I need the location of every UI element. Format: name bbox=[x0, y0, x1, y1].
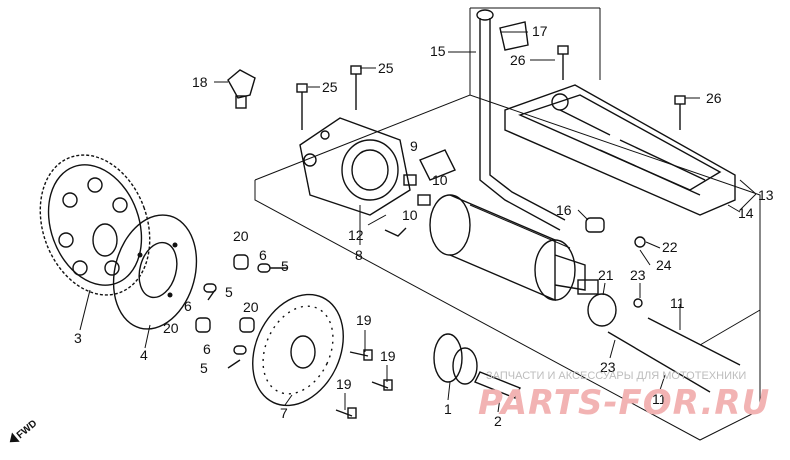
leader-lines bbox=[79, 31, 757, 413]
label-11b: 11 bbox=[652, 391, 667, 407]
label-6a: 6 bbox=[259, 247, 267, 263]
label-18: 18 bbox=[192, 74, 208, 90]
label-2: 2 bbox=[494, 413, 502, 429]
starter-motor bbox=[429, 194, 599, 302]
watermark-brand: PARTS-FOR.RU bbox=[478, 383, 770, 423]
label-15: 15 bbox=[430, 43, 446, 59]
label-1: 1 bbox=[444, 401, 452, 417]
assembly-frame bbox=[254, 7, 761, 441]
label-10a: 10 bbox=[432, 172, 448, 188]
label-11a: 11 bbox=[670, 295, 685, 311]
label-9: 9 bbox=[410, 138, 418, 154]
label-23b: 23 bbox=[600, 359, 616, 375]
o-ring bbox=[587, 293, 617, 327]
starter-housing-cover bbox=[299, 117, 411, 216]
label-26a: 26 bbox=[510, 52, 526, 68]
label-16: 16 bbox=[556, 202, 572, 218]
idle-gear bbox=[433, 333, 478, 385]
label-20a: 20 bbox=[233, 228, 249, 244]
label-21: 21 bbox=[598, 267, 614, 283]
label-6c: 6 bbox=[203, 341, 211, 357]
shaft bbox=[474, 371, 521, 399]
label-19b: 19 bbox=[380, 348, 396, 364]
long-bolts bbox=[607, 317, 741, 393]
label-24: 24 bbox=[656, 257, 672, 273]
bolts bbox=[296, 45, 686, 419]
label-25a: 25 bbox=[378, 60, 394, 76]
label-5a: 5 bbox=[281, 258, 289, 274]
label-12: 12 bbox=[348, 227, 364, 243]
label-20b: 20 bbox=[163, 320, 179, 336]
label-8: 8 bbox=[355, 247, 363, 263]
label-19c: 19 bbox=[336, 376, 352, 392]
label-26b: 26 bbox=[706, 90, 722, 106]
label-4: 4 bbox=[140, 347, 148, 363]
label-5c: 5 bbox=[200, 360, 208, 376]
breather-tube bbox=[476, 9, 566, 231]
label-17: 17 bbox=[532, 23, 548, 39]
label-22: 22 bbox=[662, 239, 678, 255]
label-5b: 5 bbox=[225, 284, 233, 300]
label-13: 13 bbox=[758, 187, 774, 203]
one-way-clutch bbox=[252, 293, 344, 407]
label-14: 14 bbox=[738, 205, 754, 221]
label-23a: 23 bbox=[630, 267, 646, 283]
label-25b: 25 bbox=[322, 79, 338, 95]
head-cover bbox=[504, 84, 736, 216]
fwd-label: FWD bbox=[15, 418, 40, 441]
cap bbox=[227, 69, 256, 109]
rollers-and-springs bbox=[195, 254, 288, 369]
label-6b: 6 bbox=[184, 298, 192, 314]
label-19a: 19 bbox=[356, 312, 372, 328]
label-20c: 20 bbox=[243, 299, 259, 315]
plug bbox=[585, 217, 605, 233]
label-10b: 10 bbox=[402, 207, 418, 223]
starter-clutch-plate bbox=[112, 214, 198, 330]
gasket bbox=[499, 21, 529, 51]
brush-holder bbox=[384, 149, 456, 237]
starter-driven-sprocket bbox=[39, 154, 151, 296]
arrow-icon bbox=[9, 432, 20, 443]
label-3: 3 bbox=[74, 330, 82, 346]
watermark: ЗАПЧАСТИ И АКСЕССУАРЫ ДЛЯ МОТОТЕХНИКИ PA… bbox=[478, 370, 770, 423]
label-7: 7 bbox=[280, 405, 288, 421]
forward-arrow: FWD bbox=[9, 418, 40, 443]
watermark-caption: ЗАПЧАСТИ И АКСЕССУАРЫ ДЛЯ МОТОТЕХНИКИ bbox=[486, 370, 746, 382]
part-number-labels: 1 2 3 4 5 5 5 6 6 6 7 8 9 10 10 11 11 12… bbox=[74, 23, 774, 429]
